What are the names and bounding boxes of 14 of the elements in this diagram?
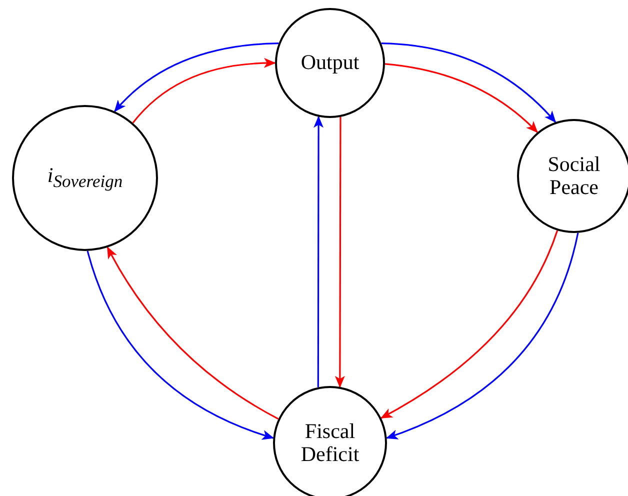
arrow (114, 42, 279, 112)
arrow (381, 42, 556, 123)
node-label: i$_{Sovereign}$ (47, 164, 123, 192)
arrow (384, 63, 538, 134)
arrow (132, 58, 276, 124)
arrow (106, 246, 279, 420)
node-label: Fiscal Deficit (300, 420, 360, 466)
arrow (386, 232, 579, 439)
node-label: Social Peace (546, 152, 602, 200)
node-label: Output (300, 51, 360, 75)
arrow (86, 250, 274, 440)
arrow (380, 230, 558, 419)
arrow (314, 116, 324, 388)
arrow (334, 116, 345, 388)
